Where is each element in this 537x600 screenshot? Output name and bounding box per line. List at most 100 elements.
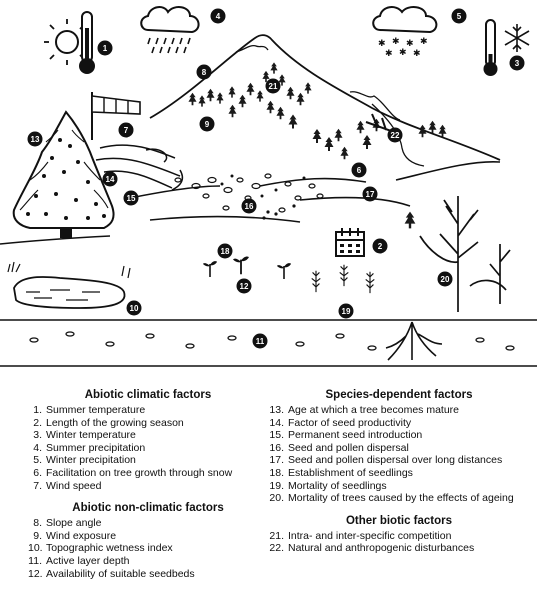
legend-left-column: Abiotic climatic factors 1.Summer temper… (28, 389, 268, 580)
legend-item-number: 2. (33, 416, 42, 429)
legend-item-text: Permanent seed introduction (288, 429, 423, 442)
legend-item: 16.Seed and pollen dispersal (268, 442, 530, 455)
marker-label: 21 (269, 82, 278, 91)
legend-item-number: 13. (269, 404, 284, 416)
legend-heading-species-dependent: Species-dependent factors (325, 389, 473, 401)
legend-heading-abiotic-nonclimatic: Abiotic non-climatic factors (72, 502, 224, 515)
marker-label: 16 (245, 202, 254, 211)
marker-17: 17 (362, 186, 378, 202)
legend-right-column: Species-dependent factors 13.Age at whic… (268, 389, 530, 555)
legend-item-number: 1. (33, 404, 42, 416)
legend-item-number: 3. (33, 429, 42, 442)
wetland-pond (7, 261, 131, 309)
marker-12: 12 (236, 278, 252, 294)
legend-item-text: Factor of seed productivity (288, 416, 412, 429)
legend-item-number: 20. (269, 492, 284, 505)
marker-label: 12 (240, 282, 249, 291)
svg-text:✱: ✱ (392, 37, 400, 47)
marker-label: 7 (124, 126, 129, 135)
legend-item: 12.Availability of suitable seedbeds (28, 568, 268, 581)
legend-item-text: Seed and pollen dispersal over long dist… (288, 454, 503, 467)
windsock-icon (91, 92, 141, 140)
legend-item-text: Winter precipitation (46, 454, 136, 467)
marker-10: 10 (126, 300, 142, 316)
legend-item-text: Wind exposure (46, 529, 117, 542)
svg-text:✱: ✱ (413, 49, 421, 59)
small-pine-tree (404, 211, 416, 229)
legend-item: 3.Winter temperature (28, 429, 268, 442)
marker-21: 21 (265, 78, 281, 94)
legend-item: 17. Seed and pollen dispersal over long d… (268, 454, 530, 467)
legend-item-text: Length of the growing season (46, 416, 184, 429)
legend-item: 22.Natural and anthropogenic disturbance… (268, 542, 530, 555)
marker-7: 7 (118, 122, 134, 138)
marker-2: 2 (372, 238, 388, 254)
seed-dispersal-fill (220, 174, 306, 220)
legend-item: 11.Active layer depth (28, 555, 268, 568)
rain-cloud-icon (140, 6, 200, 54)
svg-text:✱: ✱ (399, 48, 407, 58)
legend-item-number: 4. (33, 441, 42, 454)
legend-item: 9. Wind exposure (28, 530, 268, 543)
marker-label: 11 (256, 337, 265, 346)
marker-label: 17 (366, 190, 375, 199)
thermometer-warm-icon (79, 11, 95, 74)
marker-label: 18 (221, 247, 230, 256)
marker-label: 10 (130, 304, 139, 313)
legend-item-number: 17. (269, 454, 284, 467)
marker-label: 4 (216, 12, 221, 21)
snow-cloud-icon: ✱✱✱✱ ✱✱✱ (372, 6, 438, 59)
legend-heading-abiotic-climatic: Abiotic climatic factors (84, 389, 212, 401)
marker-9: 9 (199, 116, 215, 132)
legend-item-text: Slope angle (46, 517, 102, 530)
legend-item: 15. Permanent seed introduction (268, 429, 530, 442)
marker-label: 22 (391, 131, 400, 140)
large-spruce-tree (12, 110, 115, 238)
legend-item-text: Summer precipitation (46, 441, 146, 454)
legend-item: 10.Topographic wetness index (28, 542, 268, 555)
legend-item: 7.Wind speed (28, 480, 268, 493)
legend-item: 4. Summer precipitation (28, 442, 268, 455)
legend-item-text: Mortality of seedlings (288, 479, 387, 492)
legend-item-text: Active layer depth (46, 554, 130, 567)
legend-item-number: 8. (33, 517, 42, 530)
calendar-icon (335, 228, 365, 257)
legend-item-number: 16. (269, 441, 284, 454)
marker-11: 11 (252, 333, 268, 349)
legend-item-text: Topographic wetness index (46, 542, 173, 555)
marker-3: 3 (509, 55, 525, 71)
marker-8: 8 (196, 64, 212, 80)
legend-list-other-biotic: 21. Intra- and inter-specific competition… (268, 530, 530, 555)
legend-item: 2. Length of the growing season (28, 417, 268, 430)
legend-item-number: 9. (33, 529, 42, 542)
legend-item-number: 12. (28, 567, 43, 580)
legend-item-number: 15. (269, 429, 284, 442)
legend-item: 14.Factor of seed productivity (268, 417, 530, 430)
legend-item-text: Intra- and inter-specific competition (288, 529, 452, 542)
svg-text:✱: ✱ (385, 49, 393, 59)
marker-19: 19 (338, 303, 354, 319)
marker-16: 16 (241, 198, 257, 214)
legend-item: 20.Mortality of trees caused by the effe… (268, 492, 530, 505)
marker-label: 14 (106, 175, 115, 184)
marker-label: 9 (205, 120, 210, 129)
legend-item: 6.Facilitation on tree growth through sn… (28, 467, 268, 480)
marker-1: 1 (97, 40, 113, 56)
legend-item-number: 18. (269, 466, 284, 479)
active-layer (29, 331, 515, 351)
marker-5: 5 (451, 8, 467, 24)
snowflake-icon (504, 24, 530, 52)
marker-label: 20 (441, 275, 450, 284)
legend-item-number: 19. (269, 479, 284, 492)
seedlings (202, 255, 292, 280)
legend-item-number: 21. (269, 529, 284, 542)
marker-15: 15 (123, 190, 139, 206)
marker-label: 15 (127, 194, 136, 203)
marker-4: 4 (210, 8, 226, 24)
tree-roots (385, 321, 443, 361)
legend-item: 19. Mortality of seedlings (268, 480, 530, 493)
landscape-illustration: ✱✱✱✱ ✱✱✱ (0, 6, 537, 367)
marker-label: 19 (342, 307, 351, 316)
